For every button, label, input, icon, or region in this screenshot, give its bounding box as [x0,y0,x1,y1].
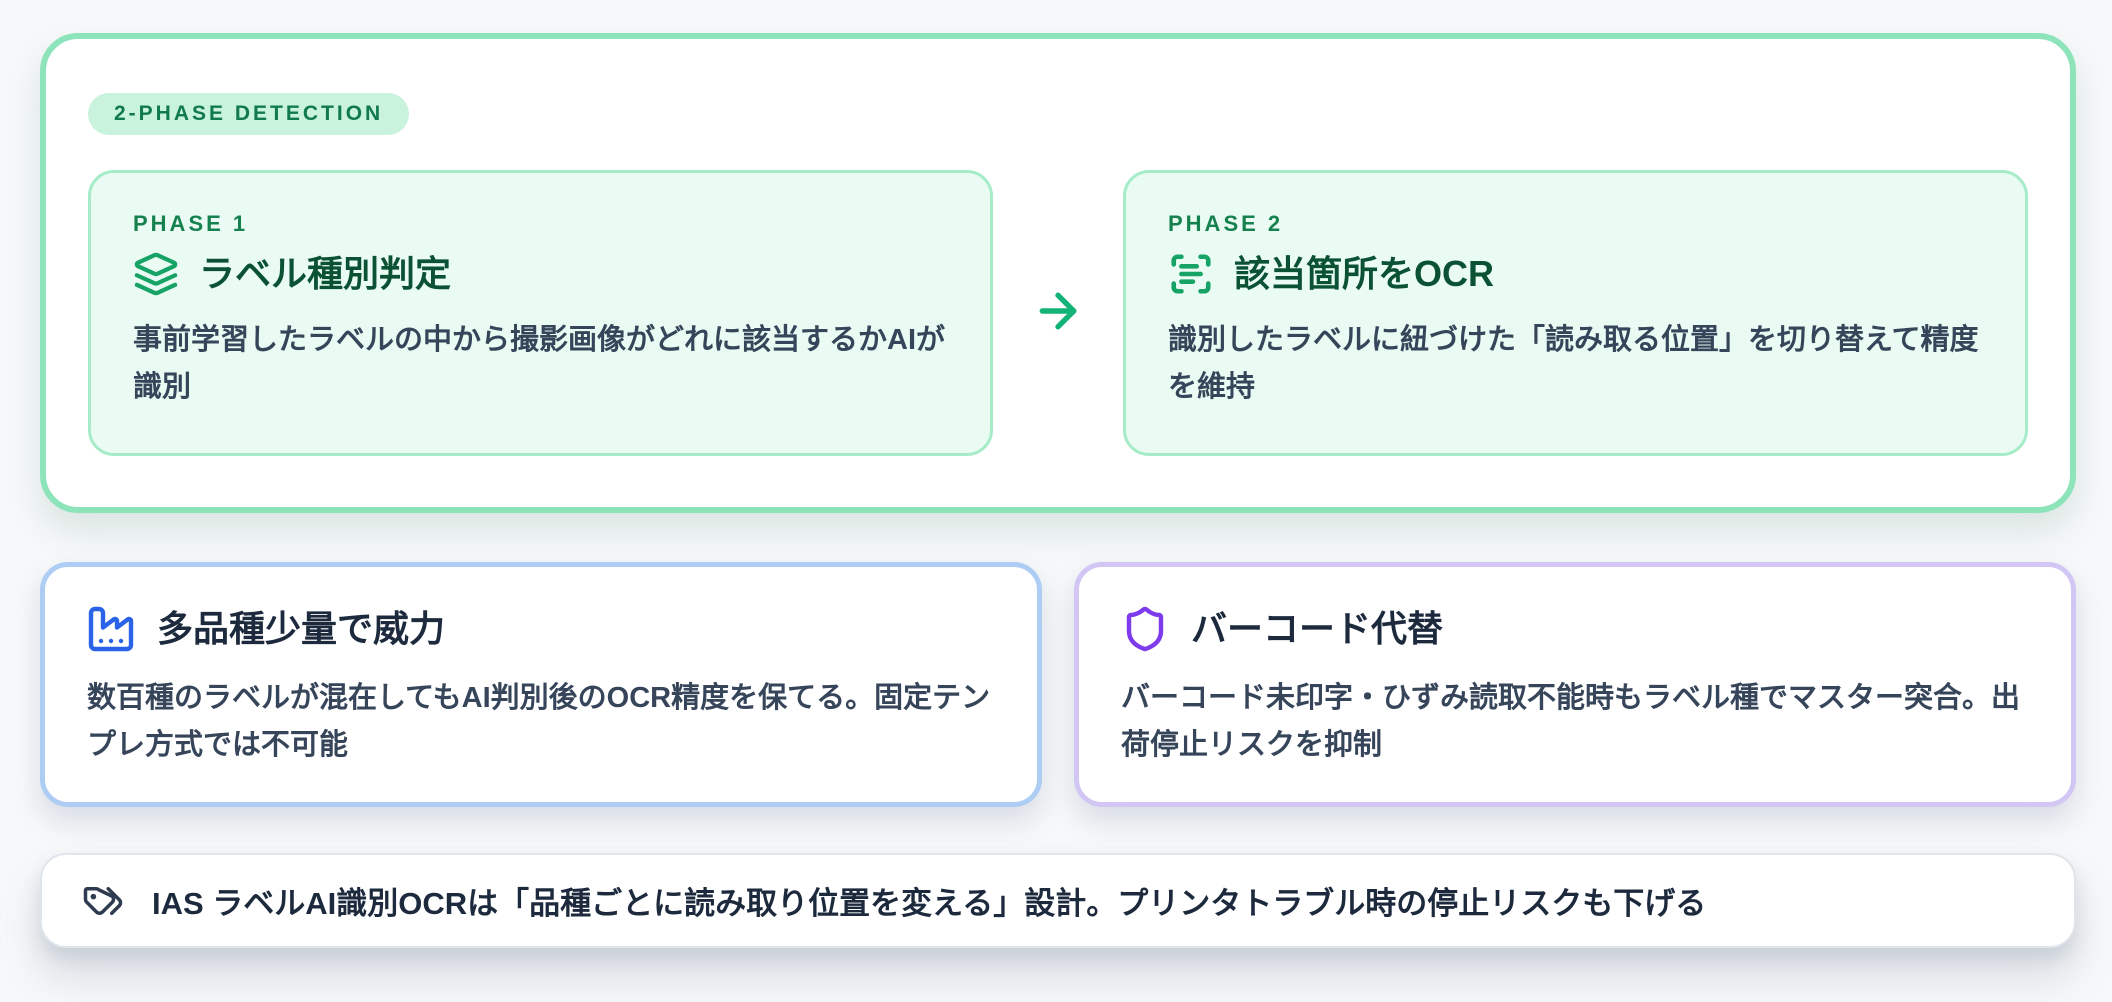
arrow-right-icon [1031,284,1085,343]
summary-note-text: IAS ラベルAI識別OCRは「品種ごとに読み取り位置を変える」設計。プリンタト… [152,886,1707,921]
phase-1-label: PHASE 1 [133,211,249,236]
phase-1-title-row: ラベル種別判定 [133,251,948,297]
shield-icon [1121,605,1169,653]
phase-2-title: 該当箇所をOCR [1234,253,1494,295]
phase-1-description: 事前学習したラベルの中から撮影画像がどれに該当するかAIが識別 [133,324,946,403]
feature-barcode-title: バーコード代替 [1191,608,1444,650]
feature-card-multi-variety: 多品種少量で威力 数百種のラベルが混在してもAI判別後のOCR精度を保てる。固定… [40,562,1042,807]
phase-1-title: ラベル種別判定 [199,253,452,295]
feature-multi-variety-description: 数百種のラベルが混在してもAI判別後のOCR精度を保てる。固定テンプレ方式では不… [87,682,991,761]
two-phase-detection-card: 2-PHASE DETECTION PHASE 1 ラベル種別判定 事前学習した… [40,33,2076,513]
layers-icon [133,251,179,297]
feature-multi-variety-title-row: 多品種少量で威力 [87,605,995,653]
phase-2-card: PHASE 2 該当箇所をOCR 識別したラベルに紐づけた「読み取る位置」を切り… [1123,170,2028,456]
phase-arrow-cell [993,170,1123,456]
feature-barcode-description: バーコード未印字・ひずみ読取不能時もラベル種でマスター突合。出荷停止リスクを抑制 [1121,682,2021,761]
phase-2-label: PHASE 2 [1168,211,1284,236]
summary-note-bar: IAS ラベルAI識別OCRは「品種ごとに読み取り位置を変える」設計。プリンタト… [40,853,2076,948]
feature-card-barcode-alternative: バーコード代替 バーコード未印字・ひずみ読取不能時もラベル種でマスター突合。出荷… [1074,562,2076,807]
section-badge: 2-PHASE DETECTION [88,93,410,135]
phase-1-card: PHASE 1 ラベル種別判定 事前学習したラベルの中から撮影画像がどれに該当す… [88,170,993,456]
tags-icon [82,880,124,922]
phase-2-title-row: 該当箇所をOCR [1168,251,1983,297]
scan-text-icon [1168,251,1214,297]
feature-barcode-title-row: バーコード代替 [1121,605,2029,653]
phase-row: PHASE 1 ラベル種別判定 事前学習したラベルの中から撮影画像がどれに該当す… [88,170,2028,456]
factory-icon [87,605,135,653]
phase-2-description: 識別したラベルに紐づけた「読み取る位置」を切り替えて精度を維持 [1168,324,1979,403]
feature-multi-variety-title: 多品種少量で威力 [157,608,446,650]
